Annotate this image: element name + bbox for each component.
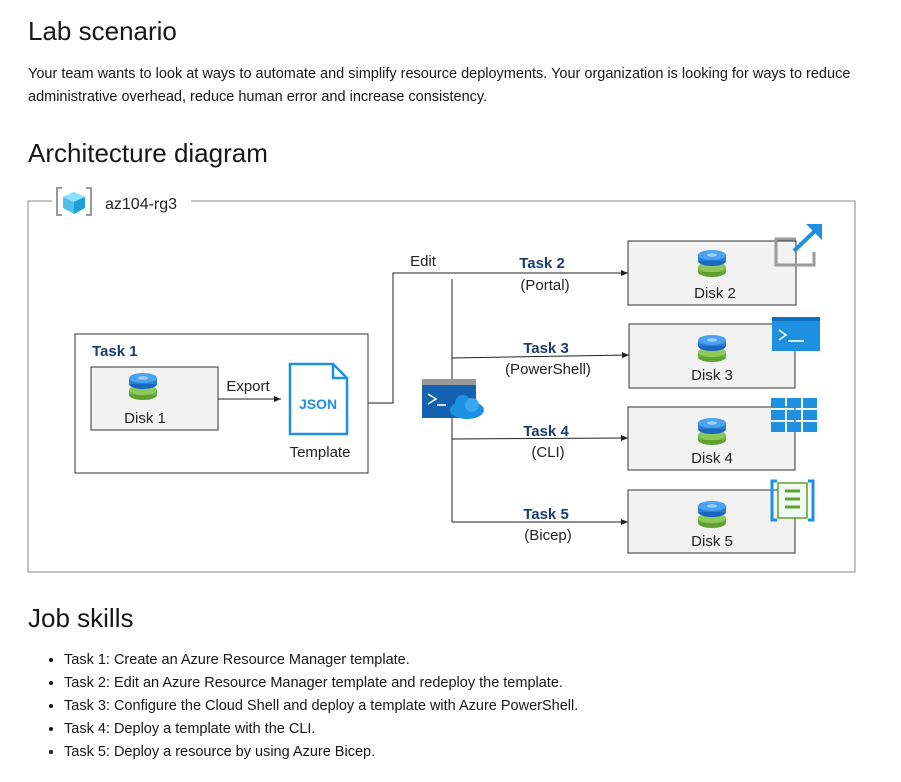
list-item: Task 5: Deploy a resource by using Azure… [64,741,578,764]
list-item: Task 3: Configure the Cloud Shell and de… [64,695,578,718]
disk4-icon [698,418,726,445]
list-item: Task 2: Edit an Azure Resource Manager t… [64,672,578,695]
task3-arrow [451,352,630,359]
edit-connector [368,270,628,404]
task4-arrow [451,435,629,442]
task1-title: Task 1 [92,343,138,360]
list-item: Task 1: Create an Azure Resource Manager… [64,649,578,672]
disk2-label: Disk 2 [694,285,736,302]
task3-sub: (PowerShell) [505,361,591,378]
task5-sub: (Bicep) [524,527,572,544]
powershell-icon [772,317,820,351]
task4-title: Task 4 [523,423,569,440]
disk5-icon [698,501,726,528]
disk3-label: Disk 3 [691,367,733,384]
task3-title: Task 3 [523,340,569,357]
job-skills-heading: Job skills [28,603,134,633]
template-label: Template [290,444,351,461]
bicep-icon [770,479,815,522]
cloud-shell-icon [422,379,484,419]
task4-sub: (CLI) [531,444,564,461]
lab-scenario-heading: Lab scenario [28,16,177,46]
task5-title: Task 5 [523,506,569,523]
portal-icon [774,224,822,267]
job-skills-list: Task 1: Create an Azure Resource Manager… [28,649,578,764]
architecture-heading: Architecture diagram [28,138,268,168]
disk3-icon [698,335,726,362]
disk2-icon [698,250,726,277]
json-icon-label: JSON [299,396,337,412]
disk1-icon [129,373,157,400]
resource-group-icon [56,187,92,216]
export-label: Export [226,378,270,395]
list-item: Task 4: Deploy a template with the CLI. [64,718,578,741]
cli-icon [771,398,817,432]
disk1-label: Disk 1 [124,410,166,427]
task2-sub: (Portal) [520,277,569,294]
resource-group-frame [27,200,856,573]
task2-title: Task 2 [519,255,565,272]
lab-scenario-text: Your team wants to look at ways to autom… [28,66,851,105]
disk5-label: Disk 5 [691,533,733,550]
edit-label: Edit [410,253,437,270]
disk4-label: Disk 4 [691,450,733,467]
disk1-box [90,366,219,431]
resource-group-label: az104-rg3 [105,196,177,213]
json-template-icon: JSON [288,362,349,436]
